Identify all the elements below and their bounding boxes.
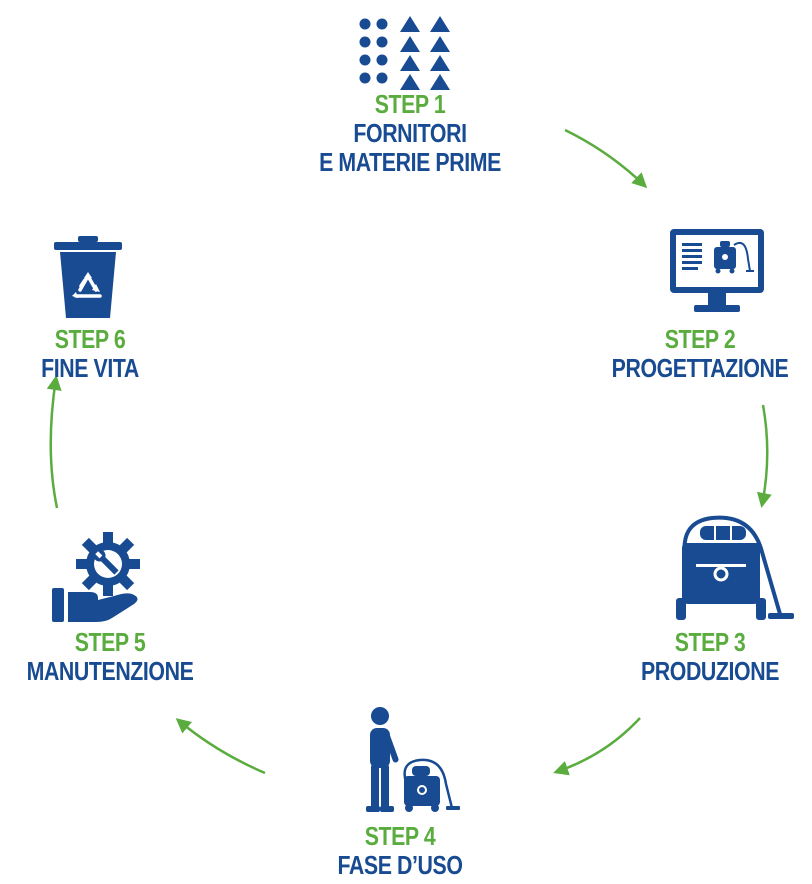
- vacuum-cleaner-icon: [672, 512, 798, 624]
- step-5: STEP 5 MANUTENZIONE: [0, 628, 220, 686]
- step-1-number: STEP 1: [374, 89, 446, 119]
- step-2: STEP 2 PROGETTAZIONE: [570, 325, 812, 383]
- step-5-name-line-1: MANUTENZIONE: [26, 656, 194, 686]
- arrow-step1-to-step2: [564, 128, 648, 189]
- step-3: STEP 3 PRODUZIONE: [590, 628, 812, 686]
- step-3-number: STEP 3: [674, 627, 746, 657]
- step-6-number: STEP 6: [54, 324, 126, 354]
- step-1-name-line-1: FORNITORI: [353, 118, 467, 148]
- step-4: STEP 4 FASE D’USO: [300, 822, 500, 880]
- arrow-step5-to-step6: [46, 375, 62, 509]
- shapes-grid-icon: [358, 16, 462, 90]
- gear-wrench-hand-icon: [52, 528, 148, 624]
- step-1: STEP 1 FORNITORI E MATERIE PRIME: [260, 90, 560, 177]
- step-3-name-line-1: PRODUZIONE: [640, 656, 780, 686]
- step-6-name-line-1: FINE VITA: [41, 353, 139, 383]
- arrow-step3-to-step4: [553, 717, 641, 776]
- recycle-bin-icon: [52, 236, 124, 320]
- step-6: STEP 6 FINE VITA: [0, 325, 180, 383]
- step-1-name-line-2: E MATERIE PRIME: [319, 147, 501, 177]
- step-4-number: STEP 4: [364, 821, 436, 851]
- step-2-name-line-1: PROGETTAZIONE: [611, 353, 789, 383]
- monitor-design-icon: [668, 227, 766, 317]
- arrow-step4-to-step5: [175, 718, 266, 775]
- step-5-number: STEP 5: [74, 627, 146, 657]
- step-4-name-line-1: FASE D’USO: [337, 850, 463, 880]
- person-with-vacuum-icon: [360, 706, 464, 814]
- arrow-step2-to-step3: [756, 404, 772, 508]
- step-2-number: STEP 2: [664, 324, 736, 354]
